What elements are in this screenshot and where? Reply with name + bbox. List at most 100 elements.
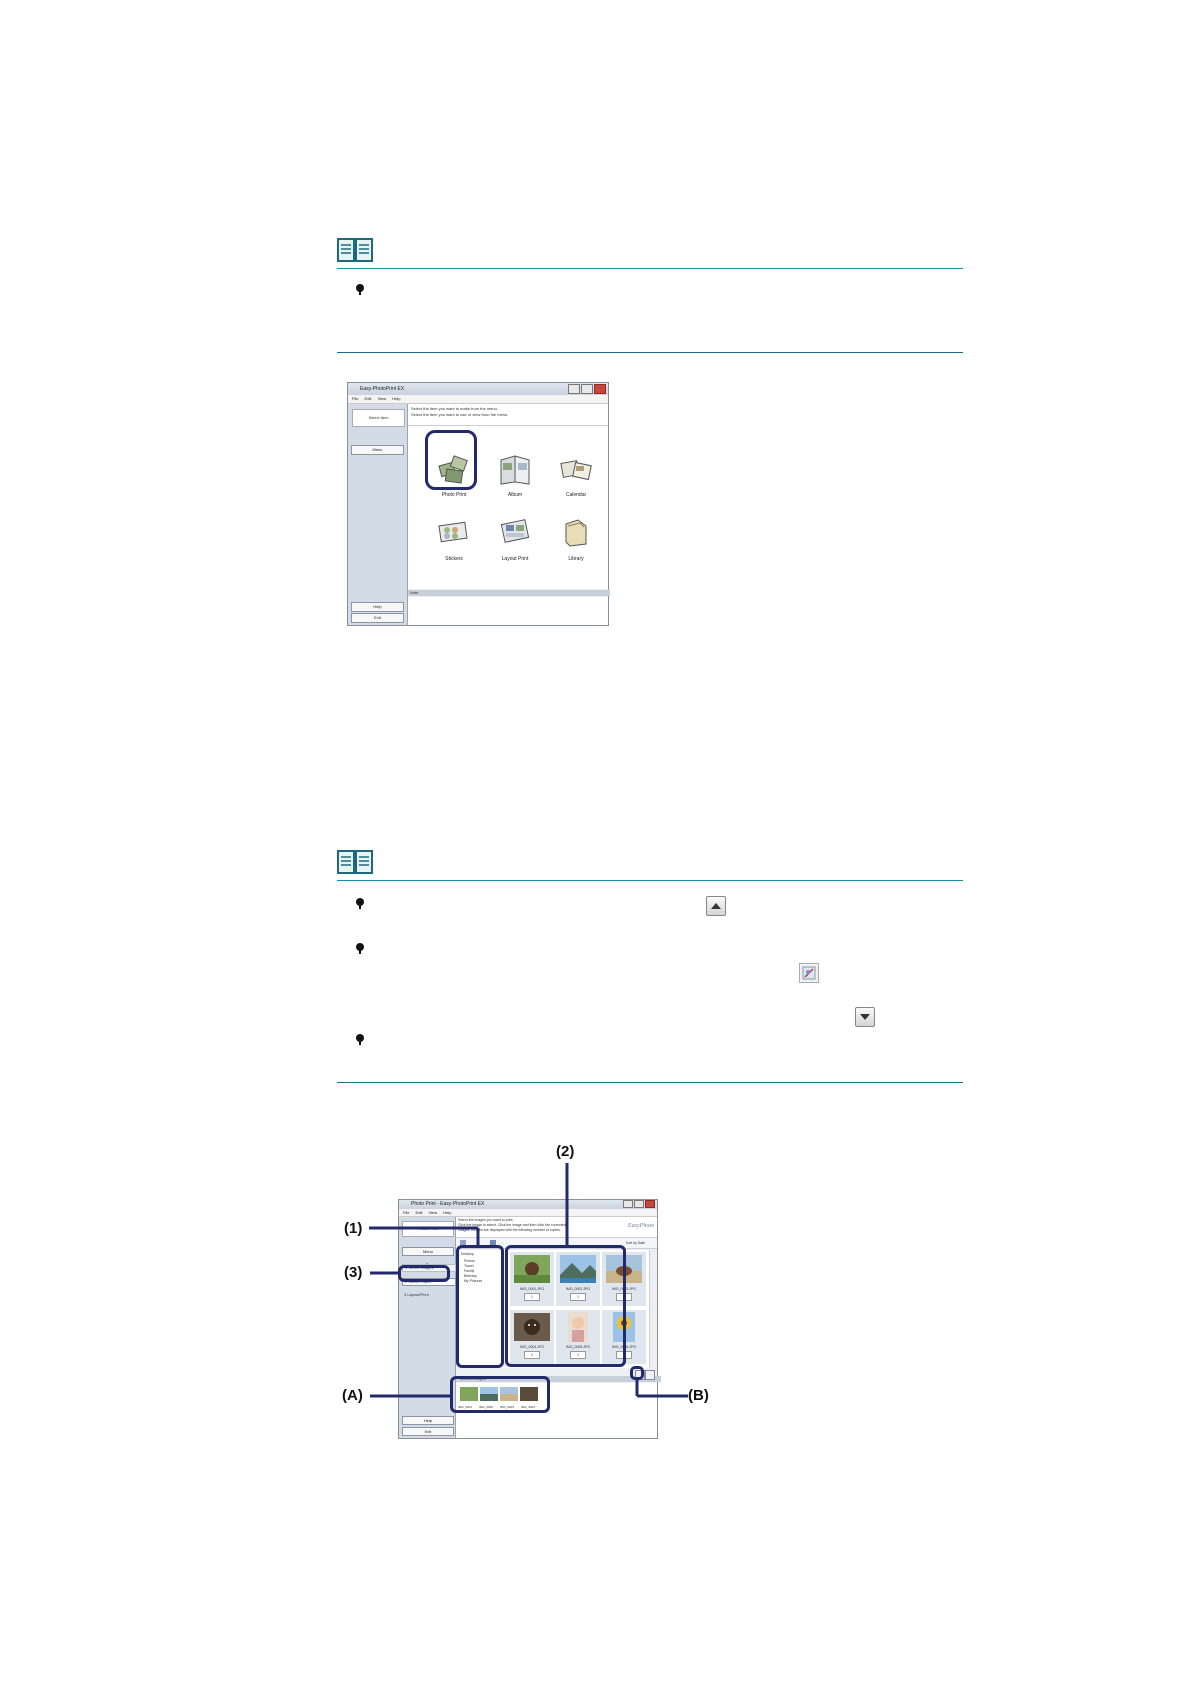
- help-button[interactable]: Help: [402, 1416, 454, 1425]
- photo-mountain-lake: [560, 1255, 596, 1283]
- callout-box-2: [505, 1245, 626, 1367]
- calendar-icon[interactable]: [556, 450, 596, 490]
- folder-item[interactable]: Birthday: [464, 1274, 477, 1278]
- folder-item[interactable]: My Pictures: [464, 1279, 483, 1283]
- instruction-line: Select the item you want to make from th…: [411, 406, 498, 411]
- thumbnail-cell[interactable]: IMG_0002.JPG 1: [556, 1252, 600, 1306]
- album-icon[interactable]: [495, 450, 535, 490]
- note-bottom-rule: [337, 1082, 963, 1083]
- note-bottom-rule: [337, 352, 963, 353]
- note-area: [408, 597, 608, 625]
- copies-field[interactable]: 1: [570, 1351, 586, 1359]
- menu-bar[interactable]: File Edit View Help: [399, 1209, 657, 1217]
- copies-field[interactable]: 1: [524, 1293, 540, 1301]
- scroll-up-button-icon: [706, 896, 726, 916]
- note-top-rule: [337, 880, 963, 881]
- toolbar: Sort by Date: [456, 1238, 657, 1249]
- menu-bar[interactable]: File Edit View Help: [348, 395, 608, 404]
- bullet-icon: [356, 943, 364, 954]
- easyphoto-logo: EasyPhoto: [628, 1223, 654, 1229]
- callout-label-2: (2): [556, 1143, 575, 1160]
- window-title: Photo Print - Easy-PhotoPrint EX: [399, 1200, 657, 1209]
- instruction-line: Select the item you want to use or view …: [411, 412, 509, 417]
- selected-thumbnail[interactable]: [480, 1387, 498, 1401]
- callout-label-a: (A): [342, 1387, 363, 1404]
- callout-box-1: [456, 1245, 504, 1368]
- image-correction-icon: [799, 963, 819, 983]
- folder-item[interactable]: Photos: [464, 1259, 475, 1263]
- folder-item[interactable]: Desktop: [461, 1252, 474, 1256]
- menu-item-label[interactable]: Layout Print: [501, 556, 529, 562]
- photo-print-highlight: [425, 430, 477, 490]
- selected-thumbnail[interactable]: [520, 1387, 538, 1401]
- copies-field[interactable]: 1: [570, 1293, 586, 1301]
- maximize-icon[interactable]: [634, 1200, 644, 1208]
- callout-label-1: (1): [344, 1220, 363, 1237]
- exit-button[interactable]: Exit: [402, 1427, 454, 1436]
- thumbnail-scrollbar[interactable]: [649, 1250, 656, 1368]
- instruction-area: Select the item you want to make from th…: [408, 404, 608, 426]
- selected-scroll-button[interactable]: [645, 1370, 655, 1380]
- stickers-icon[interactable]: [434, 512, 474, 552]
- step-layout-print[interactable]: 3 Layout/Print: [404, 1292, 429, 1297]
- instruction-line: images. Images are displayed with the fo…: [458, 1228, 561, 1232]
- exit-button[interactable]: Exit: [351, 613, 404, 623]
- maximize-icon[interactable]: [581, 384, 593, 394]
- layout-print-icon[interactable]: [495, 512, 535, 552]
- menu-item-label[interactable]: Stickers: [445, 556, 463, 562]
- callout-label-b: (B): [688, 1387, 709, 1404]
- thumbnail-cell[interactable]: IMG_0001.JPG 1: [510, 1252, 554, 1306]
- selected-caption: IMG_0004: [521, 1405, 536, 1409]
- bullet-icon: [356, 284, 364, 295]
- callout-box-a: [450, 1376, 550, 1413]
- instruction-line: Click the image to select. Click the ima…: [458, 1223, 566, 1227]
- window-controls: [623, 1200, 655, 1208]
- callout-label-3: (3): [344, 1264, 363, 1281]
- selected-images-label: Selected images: [456, 1376, 661, 1382]
- sort-dropdown[interactable]: Sort by Date: [625, 1241, 645, 1245]
- folder-view-icon[interactable]: [490, 1240, 496, 1246]
- help-button[interactable]: Help: [351, 602, 404, 612]
- photo-dog-in-grass: [514, 1255, 550, 1283]
- thumbnail-cell[interactable]: IMG_0004.JPG 1: [510, 1310, 554, 1364]
- bullet-icon: [356, 1034, 364, 1045]
- scroll-down-button-icon: [855, 1007, 875, 1027]
- photo-dog-portrait: [514, 1313, 550, 1341]
- note-top-rule: [337, 268, 963, 269]
- book-note-icon: [337, 236, 373, 264]
- close-icon[interactable]: [594, 384, 606, 394]
- menu-item-label[interactable]: Photo Print: [441, 492, 467, 498]
- close-icon[interactable]: [645, 1200, 655, 1208]
- book-note-icon: [337, 848, 373, 876]
- menu-item-label[interactable]: Calendar: [565, 492, 587, 498]
- instruction-line: Select the images you want to print.: [458, 1218, 514, 1222]
- menu-button[interactable]: Menu: [402, 1247, 454, 1256]
- select-item-label: Select Item: [352, 409, 405, 427]
- selected-caption: IMG_0001: [458, 1405, 473, 1409]
- selected-thumbnail[interactable]: [460, 1387, 478, 1401]
- window-controls: [568, 384, 606, 394]
- library-icon[interactable]: [556, 512, 596, 552]
- folder-item[interactable]: Family: [464, 1269, 475, 1273]
- thumbnail-cell[interactable]: IMG_0005.JPG 1: [556, 1310, 600, 1364]
- photo-print-icon[interactable]: [434, 450, 474, 490]
- minimize-icon[interactable]: [623, 1200, 633, 1208]
- item-menu-area: Photo Print Album Calendar: [408, 426, 608, 589]
- menu-item-label[interactable]: Album: [507, 492, 523, 498]
- selected-thumbnail[interactable]: [500, 1387, 518, 1401]
- folder-tree[interactable]: Desktop Photos Travel Family Birthday My…: [459, 1250, 503, 1368]
- thumbnail-caption: IMG_0005.JPG: [565, 1345, 591, 1349]
- menu-button[interactable]: Menu: [351, 445, 404, 455]
- folder-item[interactable]: Travel: [464, 1264, 474, 1268]
- easy-photoprint-menu-window: Easy-PhotoPrint EX File Edit View Help S…: [347, 382, 610, 626]
- photo-print-window: Photo Print - Easy-PhotoPrint EX File Ed…: [398, 1199, 661, 1439]
- photo-child-portrait: [568, 1312, 588, 1342]
- selected-caption: IMG_0003: [500, 1405, 515, 1409]
- copies-field[interactable]: 1: [524, 1351, 540, 1359]
- instruction-area: Select the images you want to print. Cli…: [456, 1217, 657, 1238]
- menu-item-label[interactable]: Library: [568, 556, 584, 562]
- minimize-icon[interactable]: [568, 384, 580, 394]
- window-title: Easy-PhotoPrint EX: [348, 383, 608, 395]
- thumbnail-view-icon[interactable]: [460, 1240, 466, 1246]
